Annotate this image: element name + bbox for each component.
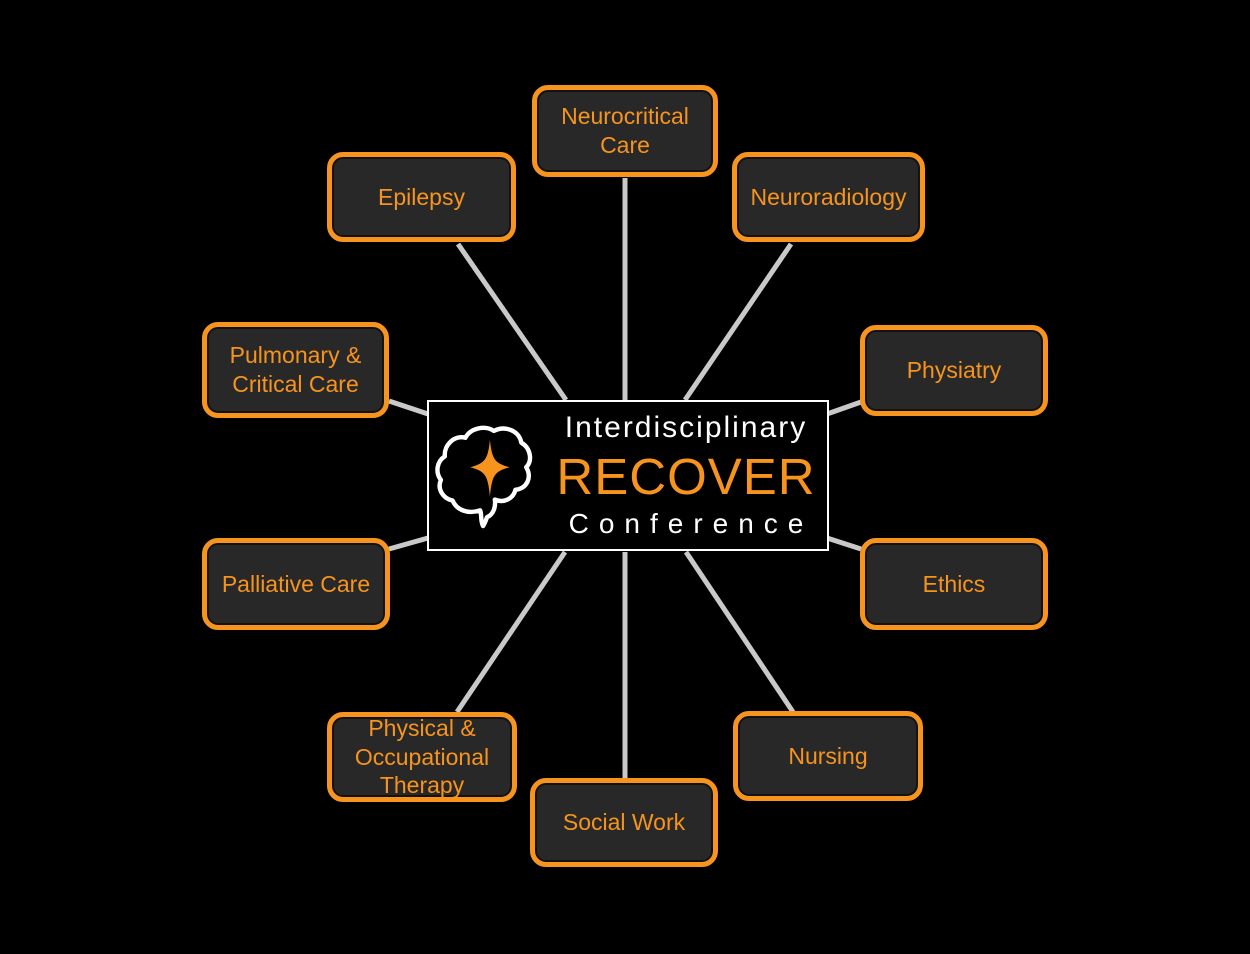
connector-pulmonary-critical-care (388, 398, 429, 417)
center-title-top: Interdisciplinary (564, 411, 808, 444)
node-label: Social Work (562, 809, 686, 836)
node-nursing: Nursing (733, 711, 923, 801)
node-label: Neuroradiology (750, 183, 907, 210)
node-label: Nursing (788, 742, 868, 769)
connector-palliative-care (388, 535, 429, 552)
node-ethics: Ethics (860, 538, 1048, 630)
center-title-bottom: Conference (568, 508, 814, 539)
connector-neuroradiology (682, 242, 794, 402)
connector-nursing (683, 550, 796, 714)
node-palliative-care: Palliative Care (202, 538, 390, 630)
node-label: Physiatry (906, 357, 1002, 384)
node-physiatry: Physiatry (860, 325, 1048, 416)
node-social-work: Social Work (530, 778, 718, 867)
connector-physiatry (826, 399, 862, 417)
node-physical-occupational-therapy: Physical & Occupational Therapy (327, 712, 517, 802)
node-neuroradiology: Neuroradiology (732, 152, 925, 242)
node-label: Physical & Occupational Therapy (354, 714, 490, 799)
center-logo-box: Interdisciplinary RECOVER Conference (427, 400, 829, 551)
brain-spark-icon (435, 419, 537, 537)
node-epilepsy: Epilepsy (327, 152, 516, 242)
connector-ethics (826, 535, 862, 552)
node-neurocritical-care: Neurocritical Care (532, 85, 718, 177)
node-pulmonary-critical-care: Pulmonary & Critical Care (202, 322, 389, 418)
center-titles: Interdisciplinary RECOVER Conference (551, 411, 821, 540)
node-label: Palliative Care (221, 570, 371, 597)
node-label: Epilepsy (378, 183, 465, 210)
node-label: Neurocritical Care (561, 103, 689, 158)
connector-epilepsy (455, 242, 569, 402)
connector-physical-occupational-therapy (454, 550, 568, 714)
center-title-main: RECOVER (556, 448, 816, 505)
node-label: Pulmonary & Critical Care (229, 342, 362, 397)
node-label: Ethics (922, 570, 986, 597)
